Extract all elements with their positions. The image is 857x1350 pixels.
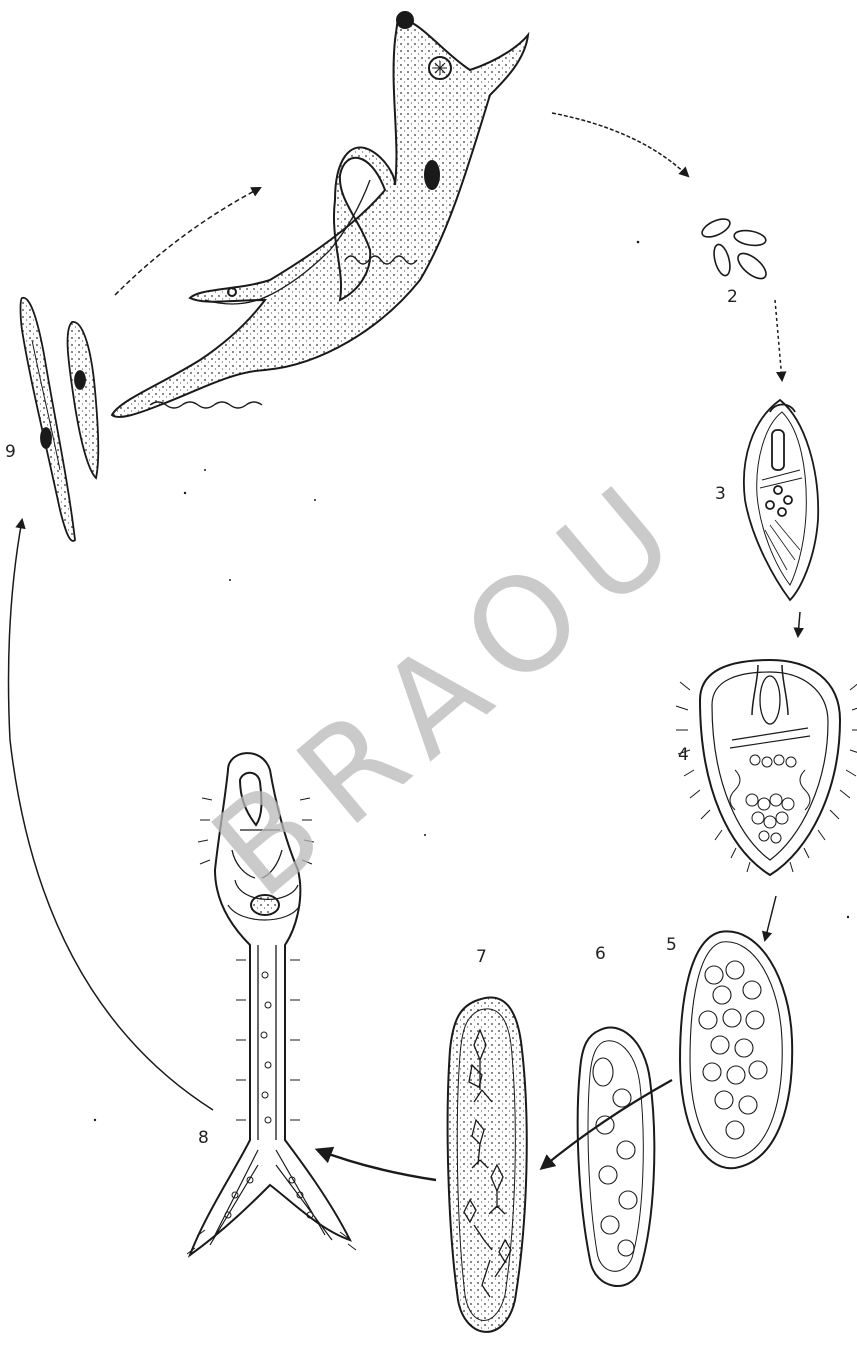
stage-8-cercaria bbox=[187, 753, 356, 1255]
label-stage-6: 6 bbox=[595, 944, 606, 964]
label-stage-4: 4 bbox=[678, 745, 689, 765]
adult-fluke bbox=[112, 12, 528, 417]
arrow-stage8-to-stage9 bbox=[9, 520, 214, 1110]
arrow-stage7-to-stage8 bbox=[318, 1150, 436, 1180]
arrow-eggs-to-stage3 bbox=[775, 300, 782, 380]
stage-4-miracidium bbox=[676, 660, 857, 875]
label-stage-3: 3 bbox=[715, 484, 726, 504]
stage-5-sporocyst bbox=[680, 931, 792, 1168]
label-stage-2: 2 bbox=[727, 287, 738, 307]
label-stage-8: 8 bbox=[198, 1128, 209, 1148]
stage-6-redia bbox=[578, 1027, 655, 1286]
stage-7-redia-with-cercariae bbox=[448, 997, 527, 1331]
label-stage-7: 7 bbox=[476, 947, 487, 967]
stage-3-embryonated-egg bbox=[744, 400, 818, 600]
stage-2-eggs bbox=[699, 215, 770, 283]
stage-9-juvenile-flukes bbox=[21, 298, 99, 541]
label-stage-9: 9 bbox=[5, 442, 16, 462]
arrow-stage9-to-adult bbox=[115, 188, 260, 295]
arrow-stage4-to-stage5 bbox=[765, 896, 776, 940]
label-stage-5: 5 bbox=[666, 935, 677, 955]
arrow-stage3-to-stage4 bbox=[798, 612, 800, 636]
arrow-adult-to-eggs bbox=[552, 113, 688, 176]
